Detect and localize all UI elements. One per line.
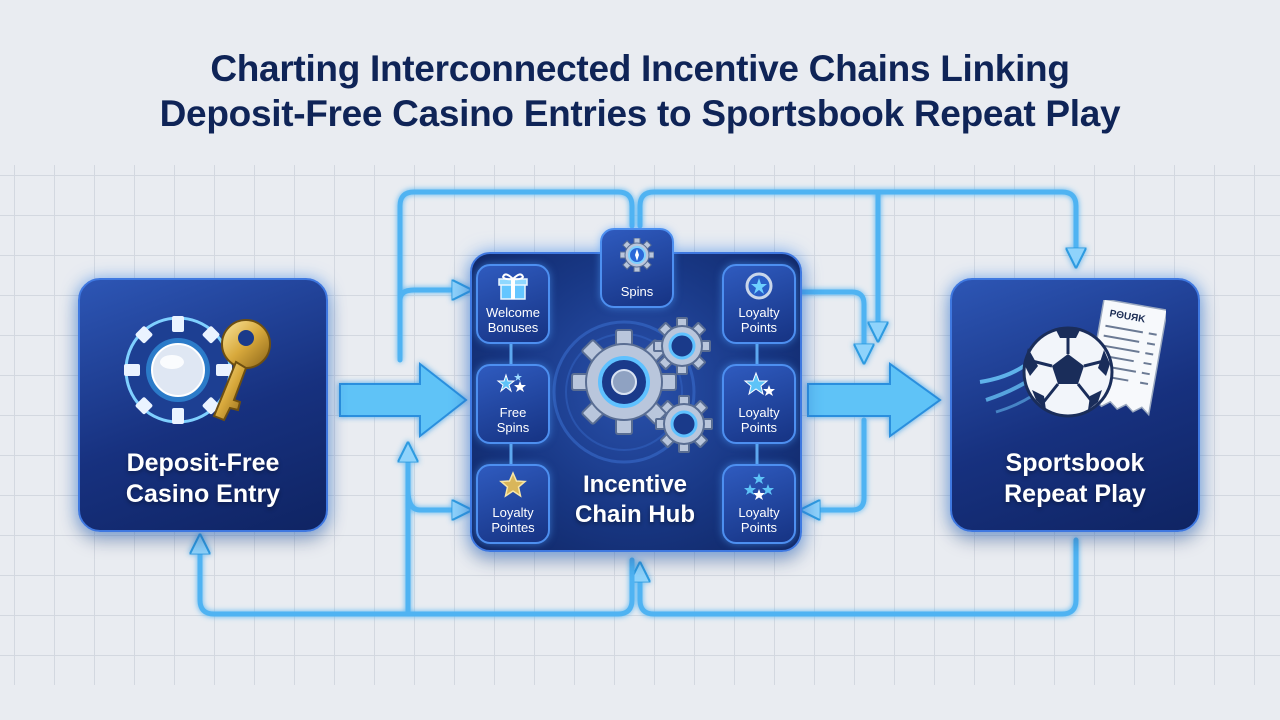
flow-path-top-right [637,189,1076,262]
flow-path-bottom-right [640,537,1079,617]
title-line-2: Deposit-Free Casino Entries to Sportsboo… [159,93,1121,134]
main-flow-arrows [339,361,942,439]
arrow-left-to-hub [339,361,468,439]
flow-path-to-welcome [397,290,466,303]
flow-path-right-return [806,417,867,510]
gears-icon [552,317,713,464]
poker-chip-icon [124,316,232,424]
hub-label: Incentive Chain Hub [575,471,695,528]
node-free-spins: Free Spins [476,364,550,444]
arrow-hub-to-right [807,362,942,438]
node-loyalty-points-bottom: Loyalty Points [722,464,796,544]
sportsbook-repeat-play-card: ΡΘUЯK Sportsbook Repeat Play [950,278,1200,532]
title-line-1: Charting Interconnected Incentive Chains… [210,48,1070,89]
node-welcome-bonuses: Welcome Bonuses [476,264,550,344]
star-cluster-icon [724,471,794,506]
node-loyalty-pointes: Loyalty Pointes [476,464,550,544]
key-icon [212,319,271,422]
flow-path-to-loyalty-left [405,487,466,510]
node-loyalty-points-middle: Loyalty Points [722,364,796,444]
flow-path-top-left [397,189,635,363]
stars-icon [478,371,548,404]
star-badge-icon [724,271,794,306]
stars-icon [724,371,794,404]
flow-path-loyalty-out [791,289,864,358]
gold-star-icon [478,471,548,504]
left-card-label: Deposit-Free Casino Entry [125,449,281,508]
right-card-label: Sportsbook Repeat Play [1004,449,1146,508]
gift-icon [478,271,548,306]
deposit-free-casino-entry-card: Deposit-Free Casino Entry [78,278,328,532]
flow-path-bottom-left [200,540,635,617]
node-spins: Spins [600,228,674,308]
spin-wheel-icon [602,237,672,277]
node-loyalty-points-top: Loyalty Points [722,264,796,344]
page-title: Charting Interconnected Incentive Chains… [0,46,1280,136]
soccer-ball-icon [979,326,1114,418]
